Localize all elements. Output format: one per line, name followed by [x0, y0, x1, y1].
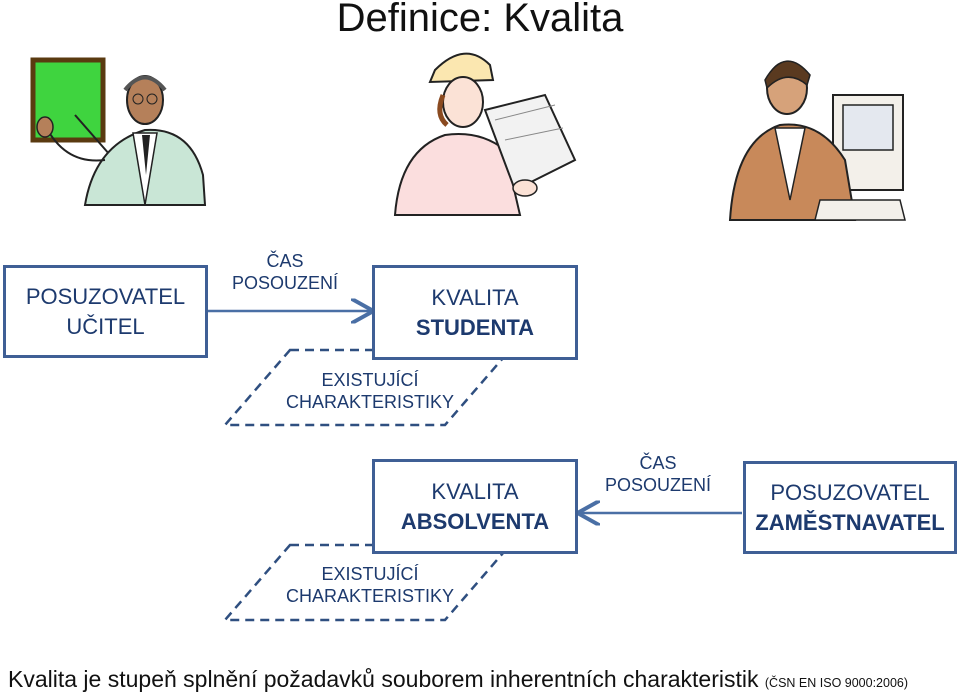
student-illustration: [393, 52, 577, 216]
quality-student-line1: KVALITA: [431, 284, 519, 310]
page-title: Definice: Kvalita: [336, 0, 624, 40]
assessor-employer-line1: POSUZOVATEL: [770, 479, 930, 505]
assessor-employer-box: POSUZOVATEL ZAMĚSTNAVATEL: [743, 461, 957, 554]
quality-graduate-box: KVALITA ABSOLVENTA: [372, 459, 578, 554]
quality-graduate-line2: ABSOLVENTA: [400, 508, 550, 534]
top-time-line2: POSOUZENÍ: [231, 273, 338, 293]
assessor-teacher-line1: POSUZOVATEL: [25, 283, 186, 309]
bottom-time-line1: ČAS: [639, 453, 677, 473]
definition-footer: Kvalita je stupeň splnění požadavků soub…: [8, 666, 908, 693]
definition-source: (ČSN EN ISO 9000:2006): [764, 676, 909, 690]
employer-illustration: [728, 60, 906, 221]
quality-student-line2: STUDENTA: [415, 314, 535, 340]
top-time-label: ČAS POSOUZENÍ: [215, 250, 355, 294]
bottom-characteristics-shape: [222, 543, 513, 622]
assessor-teacher-box: POSUZOVATEL UČITEL: [3, 265, 208, 358]
quality-graduate-line1: KVALITA: [431, 478, 519, 504]
top-characteristics-shape: [222, 348, 513, 427]
bottom-characteristics-line2: CHARAKTERISTIKY: [285, 586, 455, 606]
top-characteristics-label: EXISTUJÍCÍ CHARAKTERISTIKY: [280, 369, 460, 413]
top-characteristics-line1: EXISTUJÍCÍ: [321, 370, 419, 390]
bottom-time-label: ČAS POSOUZENÍ: [588, 452, 728, 496]
definition-text: Kvalita je stupeň splnění požadavků soub…: [8, 666, 759, 692]
bottom-characteristics-line1: EXISTUJÍCÍ: [321, 564, 419, 584]
quality-student-box: KVALITA STUDENTA: [372, 265, 578, 360]
assessor-teacher-line2: UČITEL: [66, 313, 145, 339]
teacher-illustration: [30, 57, 207, 206]
bottom-characteristics-label: EXISTUJÍCÍ CHARAKTERISTIKY: [280, 563, 460, 607]
bottom-time-line2: POSOUZENÍ: [604, 475, 711, 495]
top-time-line1: ČAS: [266, 251, 304, 271]
top-characteristics-line2: CHARAKTERISTIKY: [285, 392, 455, 412]
assessor-employer-line2: ZAMĚSTNAVATEL: [755, 509, 945, 535]
